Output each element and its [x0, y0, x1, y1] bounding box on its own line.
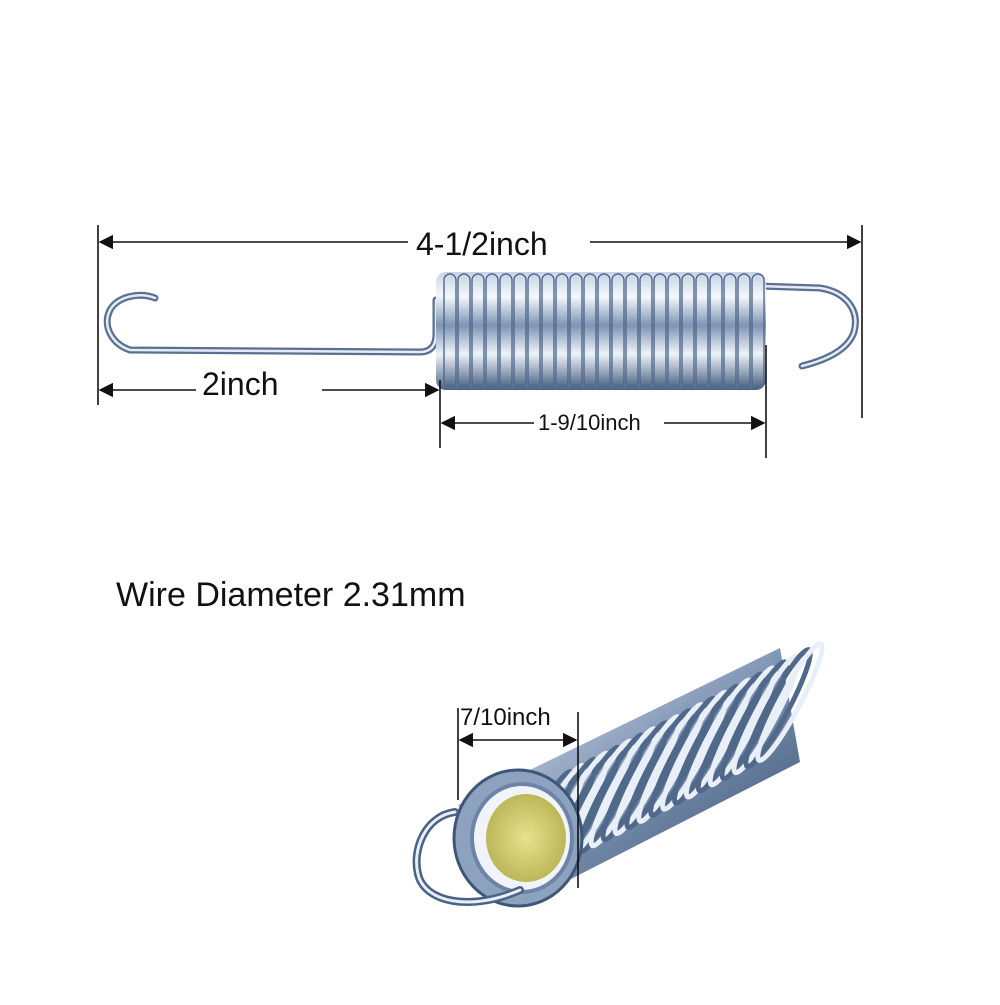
- right-hook: [756, 282, 859, 370]
- wire-diameter-label: Wire Diameter 2.31mm: [116, 576, 466, 614]
- coil-ring: [639, 273, 653, 389]
- overall-length-label: 4-1/2inch: [410, 228, 554, 260]
- top-spring: [103, 272, 859, 390]
- coil-length-label: 1-9/10inch: [536, 410, 643, 435]
- left-hook: [103, 291, 440, 356]
- coil-ring: [583, 273, 597, 389]
- dimension-lines: [97, 225, 863, 458]
- coil-rings: [443, 273, 765, 389]
- coil-ring: [737, 273, 751, 389]
- coil-ring: [485, 273, 499, 389]
- closeup-spring: [412, 641, 825, 908]
- coil-ring: [653, 273, 667, 389]
- coil-ring: [625, 273, 639, 389]
- coil-ring: [541, 273, 555, 389]
- coil-ring: [751, 273, 765, 389]
- inner-coating: [486, 794, 566, 882]
- coil-ring: [667, 273, 681, 389]
- coil-ring: [723, 273, 737, 389]
- coil-ring: [457, 273, 471, 389]
- outer-diameter-label: 7/10inch: [460, 704, 551, 731]
- coil-ring: [527, 273, 541, 389]
- hook-length-label: 2inch: [198, 368, 283, 400]
- coil-ring: [611, 273, 625, 389]
- closeup-ring: [755, 641, 825, 763]
- coil-ring: [499, 273, 513, 389]
- coil-ring: [597, 273, 611, 389]
- coil-ring: [471, 273, 485, 389]
- coil-ring: [681, 273, 695, 389]
- coil-ring: [569, 273, 583, 389]
- coil-ring: [709, 273, 723, 389]
- coil-ring: [695, 273, 709, 389]
- coil-ring: [443, 273, 457, 389]
- coil-ring: [513, 273, 527, 389]
- coil-ring: [555, 273, 569, 389]
